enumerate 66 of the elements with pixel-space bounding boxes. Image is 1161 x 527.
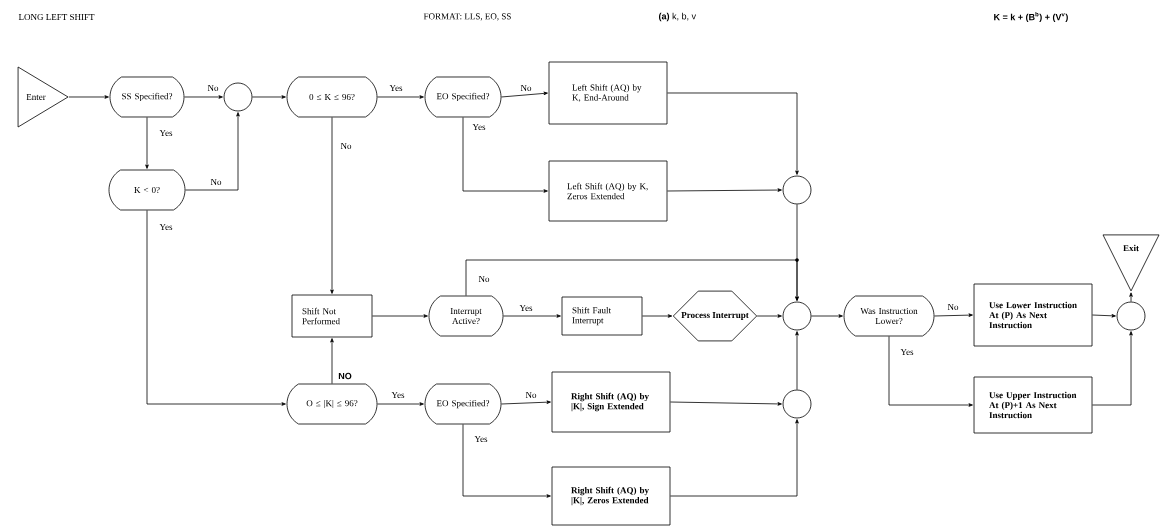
arrow: [462, 117, 548, 193]
edge-label: No: [477, 275, 491, 283]
process-box: Right Shift (AQ) by |K|, Zeros Extended: [551, 466, 671, 526]
arrow: [377, 95, 424, 99]
edge-label: Yes: [390, 391, 406, 399]
edge-label: No: [339, 142, 353, 150]
arrow: [642, 314, 673, 318]
edge-label: No: [519, 84, 533, 92]
junction-circle: [782, 389, 812, 419]
arrow: [1092, 314, 1116, 318]
arrow: [68, 95, 109, 99]
edge-label: Yes: [899, 348, 915, 356]
arrow: [667, 92, 799, 175]
arrow: [501, 91, 548, 98]
arrow: [252, 95, 286, 99]
process-box: Use Lower Instruction At (P) As Next Instruction: [973, 283, 1093, 347]
arrow: [462, 424, 551, 498]
edge-label: Yes: [158, 129, 174, 137]
junction-circle: [223, 82, 253, 112]
header-text: FORMAT: LLS, EO, SS: [423, 13, 511, 21]
junction-circle: [782, 175, 812, 205]
edge-label: Yes: [473, 435, 489, 443]
arrow: [934, 313, 973, 317]
arrow: [501, 400, 551, 405]
title: LONG LEFT SHIFT: [18, 13, 95, 21]
header-text: K = k + (B$^{b}$) + (V$^{v}$): [994, 11, 1068, 22]
arrow: [756, 314, 782, 318]
arrow: [372, 314, 428, 318]
arrow: [1129, 292, 1133, 302]
header-text: (a) k, b, v: [659, 12, 696, 22]
junction-circle: [782, 301, 812, 331]
arrow: [670, 419, 799, 497]
edge-label: Yes: [518, 304, 534, 312]
process-box: Left Shift (AQ) by K, Zeros Extended: [548, 160, 668, 222]
process-box: Shift Not Performed: [291, 294, 373, 338]
arrow: [330, 338, 334, 384]
process-box: Left Shift (AQ) by K, End-Around: [548, 61, 668, 125]
arrow: [811, 314, 843, 318]
edge-label: NO: [337, 371, 353, 381]
hexagon-box: Process Interrupt: [672, 290, 758, 342]
edge-label: No: [524, 391, 538, 399]
arrow: [185, 112, 240, 191]
arrow: [377, 402, 424, 406]
arrow: [184, 95, 223, 99]
arrow: [330, 117, 334, 294]
edge-label: Yes: [388, 84, 404, 92]
arrow: [146, 210, 286, 406]
edge-label: Yes: [158, 223, 174, 231]
arrow: [503, 314, 561, 318]
edge-label: No: [206, 84, 220, 92]
arrow: [1092, 331, 1133, 406]
start-triangle: Enter: [17, 66, 69, 128]
process-box: Use Upper Instruction At (P)+1 As Next Instruction: [973, 376, 1093, 434]
edge-label: No: [209, 178, 223, 186]
arrow: [670, 401, 782, 406]
edge-label: Yes: [471, 123, 487, 131]
arrow: [888, 336, 973, 407]
arrow: [465, 259, 799, 301]
process-box: Shift Fault Interrupt: [561, 296, 643, 336]
arrow: [795, 331, 799, 390]
process-box: Right Shift (AQ) by |K|, Sign Extended: [551, 371, 671, 433]
arrow: [145, 117, 149, 169]
arrow: [667, 188, 782, 192]
edge-label: No: [946, 303, 960, 311]
end-triangle: Exit: [1102, 234, 1160, 292]
junction-circle: [1116, 301, 1146, 331]
